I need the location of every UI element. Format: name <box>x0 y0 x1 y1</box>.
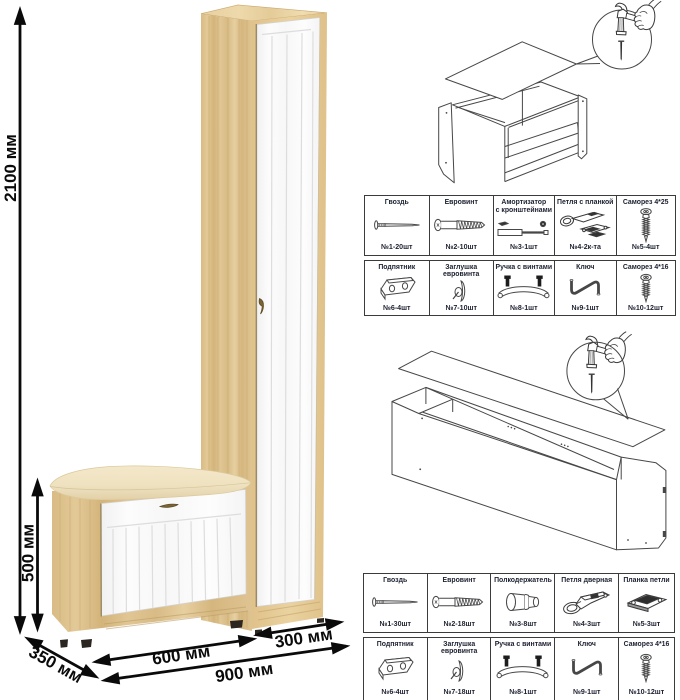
svg-text:2100 мм: 2100 мм <box>1 134 20 202</box>
svg-text:600 мм: 600 мм <box>151 641 211 668</box>
svg-text:300 мм: 300 мм <box>273 624 333 651</box>
svg-text:350 мм: 350 мм <box>26 642 86 687</box>
svg-text:500 мм: 500 мм <box>18 524 37 582</box>
